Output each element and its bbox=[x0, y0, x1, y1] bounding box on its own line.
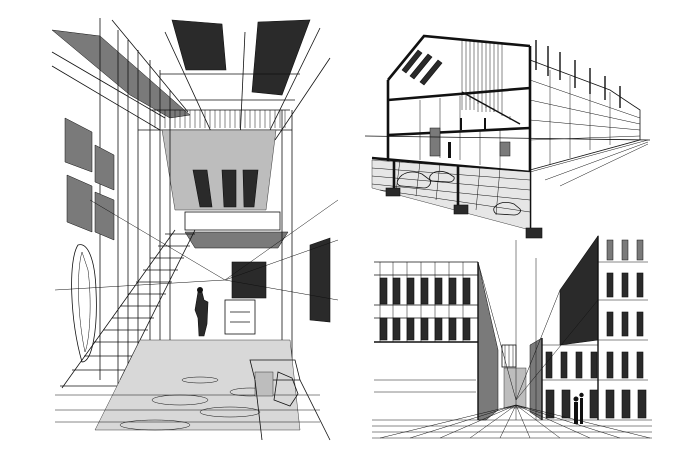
pedestrian bbox=[580, 398, 583, 424]
mezzanine-wall bbox=[161, 129, 277, 211]
footing bbox=[525, 227, 543, 239]
back-window bbox=[231, 261, 267, 299]
left-side-facade bbox=[477, 261, 499, 421]
building-section-sketch bbox=[362, 14, 662, 246]
wall-frame bbox=[94, 191, 115, 241]
skylight-right bbox=[251, 19, 311, 96]
figure-head bbox=[197, 287, 203, 293]
left-building-windows bbox=[379, 277, 471, 341]
floor-slab bbox=[387, 126, 531, 137]
floor-slab bbox=[387, 86, 531, 102]
wall-frame bbox=[64, 117, 93, 173]
patterned-floor bbox=[94, 339, 301, 431]
roof-outline bbox=[386, 34, 531, 81]
footing bbox=[385, 187, 401, 197]
wall-frame bbox=[94, 144, 115, 191]
interior-stair-sketch bbox=[48, 14, 338, 444]
street-perspective-drawing bbox=[372, 235, 652, 439]
mezzanine-window bbox=[192, 169, 213, 208]
wall-frame bbox=[66, 174, 93, 233]
oval-mirror bbox=[71, 244, 97, 363]
wall-artwork bbox=[309, 237, 331, 323]
mezzanine-window bbox=[242, 169, 259, 208]
street-perspective-sketch bbox=[368, 232, 658, 442]
right-side-facade bbox=[559, 235, 599, 346]
standing-figure bbox=[194, 291, 209, 337]
footing bbox=[453, 204, 469, 215]
parked-car bbox=[493, 201, 521, 216]
mezzanine-slab bbox=[184, 231, 289, 249]
parked-car bbox=[429, 170, 455, 183]
parked-car bbox=[396, 171, 431, 189]
mezzanine-window bbox=[221, 169, 237, 208]
interior-stair-drawing bbox=[51, 18, 338, 441]
skylight-center bbox=[171, 19, 227, 71]
side-facade bbox=[529, 59, 641, 171]
sculpture bbox=[273, 371, 299, 407]
ground-slab bbox=[371, 156, 531, 174]
pedestrian bbox=[574, 402, 578, 424]
right-building-windows bbox=[545, 239, 647, 419]
street-ground-grid bbox=[372, 404, 652, 439]
building-section-drawing bbox=[364, 34, 651, 239]
